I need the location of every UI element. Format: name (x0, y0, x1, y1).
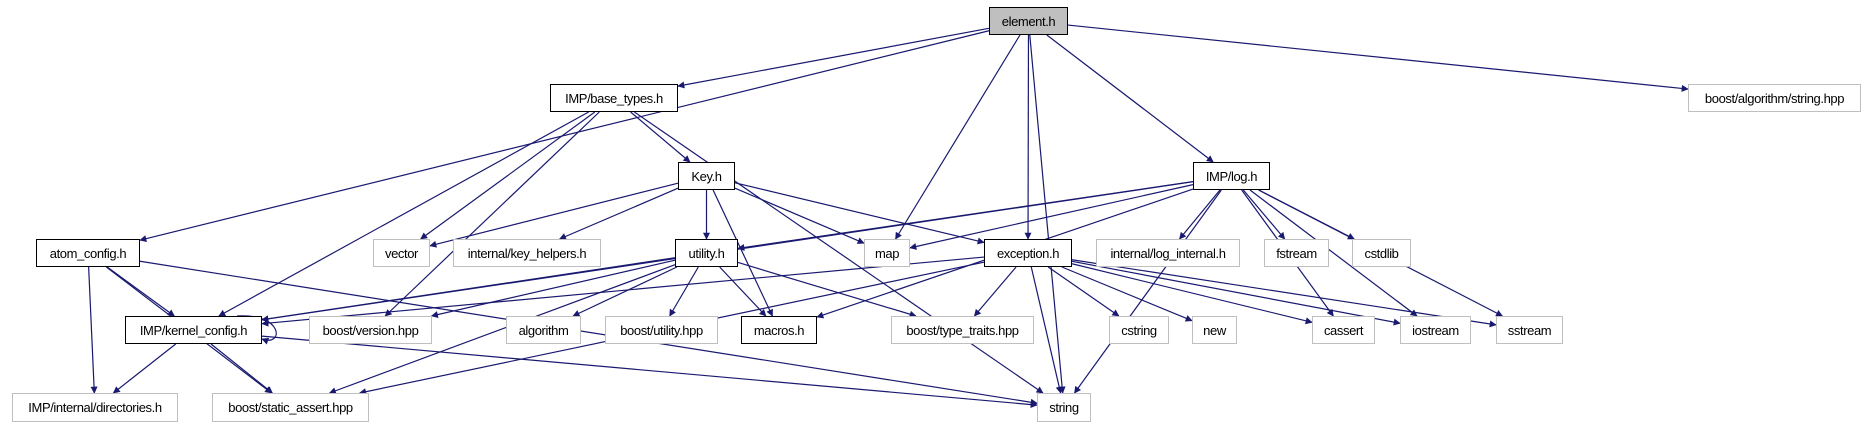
edge-key-to-exception (734, 182, 985, 245)
node-sstream: sstream (1496, 316, 1563, 344)
edge-exception-to-string (1030, 266, 1063, 394)
edge-key-to-vector (429, 182, 679, 248)
node-key[interactable]: Key.h (678, 162, 735, 190)
node-algorithm: algorithm (506, 316, 581, 344)
edge-exception-to-new (1061, 266, 1193, 322)
edge-key-to-key_helpers (558, 187, 679, 240)
node-string: string (1037, 393, 1091, 422)
edge-kernel_config-to-string (261, 335, 1038, 409)
edge-kernel_config-to-static_assert (210, 343, 273, 394)
node-utility[interactable]: utility.h (675, 239, 738, 267)
edge-log-to-log_internal (1179, 189, 1221, 240)
node-kernel-config[interactable]: IMP/kernel_config.h (125, 316, 262, 344)
edge-base_types-to-boost_version (384, 111, 600, 317)
node-type-traits: boost/type_traits.hpp (891, 316, 1034, 344)
node-boost-version: boost/version.hpp (309, 316, 432, 344)
edge-element-to-atom_config (139, 30, 990, 243)
edge-element-to-map (895, 34, 1021, 240)
node-boost-utility: boost/utility.hpp (605, 316, 718, 344)
edge-utility-to-static_assert (328, 264, 676, 395)
edge-base_types-to-vector (420, 111, 596, 240)
edge-base_types-to-key (630, 111, 691, 163)
edge-exception-to-sstream (1071, 259, 1497, 328)
edge-atom_config-to-string (139, 260, 1038, 406)
edge-utility-to-macros (719, 266, 767, 317)
edge-exception-to-kernel_config (261, 256, 985, 327)
edge-utility-to-boost_version (430, 259, 676, 319)
edge-base_types-to-kernel_config (218, 111, 589, 317)
edge-log-to-iostream (1249, 189, 1418, 317)
edge-element-to-log (1046, 34, 1214, 163)
node-log[interactable]: IMP/log.h (1193, 162, 1270, 190)
edge-atom_config-to-directories (88, 266, 98, 394)
node-directories: IMP/internal/directories.h (12, 393, 178, 422)
edge-element-to-base_types (677, 27, 990, 89)
edge-utility-to-algorithm (572, 266, 678, 317)
edge-base_types-to-string (634, 111, 1044, 394)
edge-utility-to-boost_utility (669, 266, 699, 317)
node-static-assert: boost/static_assert.hpp (212, 393, 369, 422)
node-exception[interactable]: exception.h (984, 239, 1072, 267)
edge-log-to-string (1074, 189, 1222, 394)
edge-utility-to-type_traits (737, 261, 917, 318)
node-atom-config[interactable]: atom_config.h (36, 239, 140, 267)
node-iostream: iostream (1400, 316, 1471, 344)
node-cstring: cstring (1109, 316, 1169, 344)
node-element[interactable]: element.h (989, 7, 1068, 35)
edge-log-to-map (909, 184, 1194, 250)
edge-utility-to-kernel_config (261, 257, 676, 323)
edge-exception-to-iostream (1071, 260, 1401, 326)
node-base-types[interactable]: IMP/base_types.h (550, 84, 678, 112)
edge-element-to-string (1029, 34, 1066, 394)
node-vector: vector (373, 239, 430, 267)
node-log-internal: internal/log_internal.h (1096, 239, 1240, 267)
edge-element-to-algo_string (1067, 24, 1689, 92)
node-algo-string: boost/algorithm/string.hpp (1688, 84, 1861, 112)
node-cstdlib: cstdlib (1352, 239, 1411, 267)
edge-exception-to-type_traits (973, 266, 1017, 317)
edge-log-to-fstream (1242, 189, 1286, 240)
node-map: map (864, 239, 910, 267)
edge-exception-to-cassert (1071, 263, 1313, 325)
edge-kernel_config-to-directories (112, 343, 177, 394)
edge-exception-to-cstring (1047, 266, 1120, 317)
node-key-helpers: internal/key_helpers.h (453, 239, 601, 267)
node-new: new (1192, 316, 1237, 344)
edge-key-to-macros (712, 189, 773, 317)
node-macros[interactable]: macros.h (741, 316, 817, 344)
node-cassert: cassert (1312, 316, 1375, 344)
edge-key-to-map (734, 187, 865, 244)
node-fstream: fstream (1264, 239, 1329, 267)
edge-atom_config-to-kernel_config (106, 266, 175, 317)
